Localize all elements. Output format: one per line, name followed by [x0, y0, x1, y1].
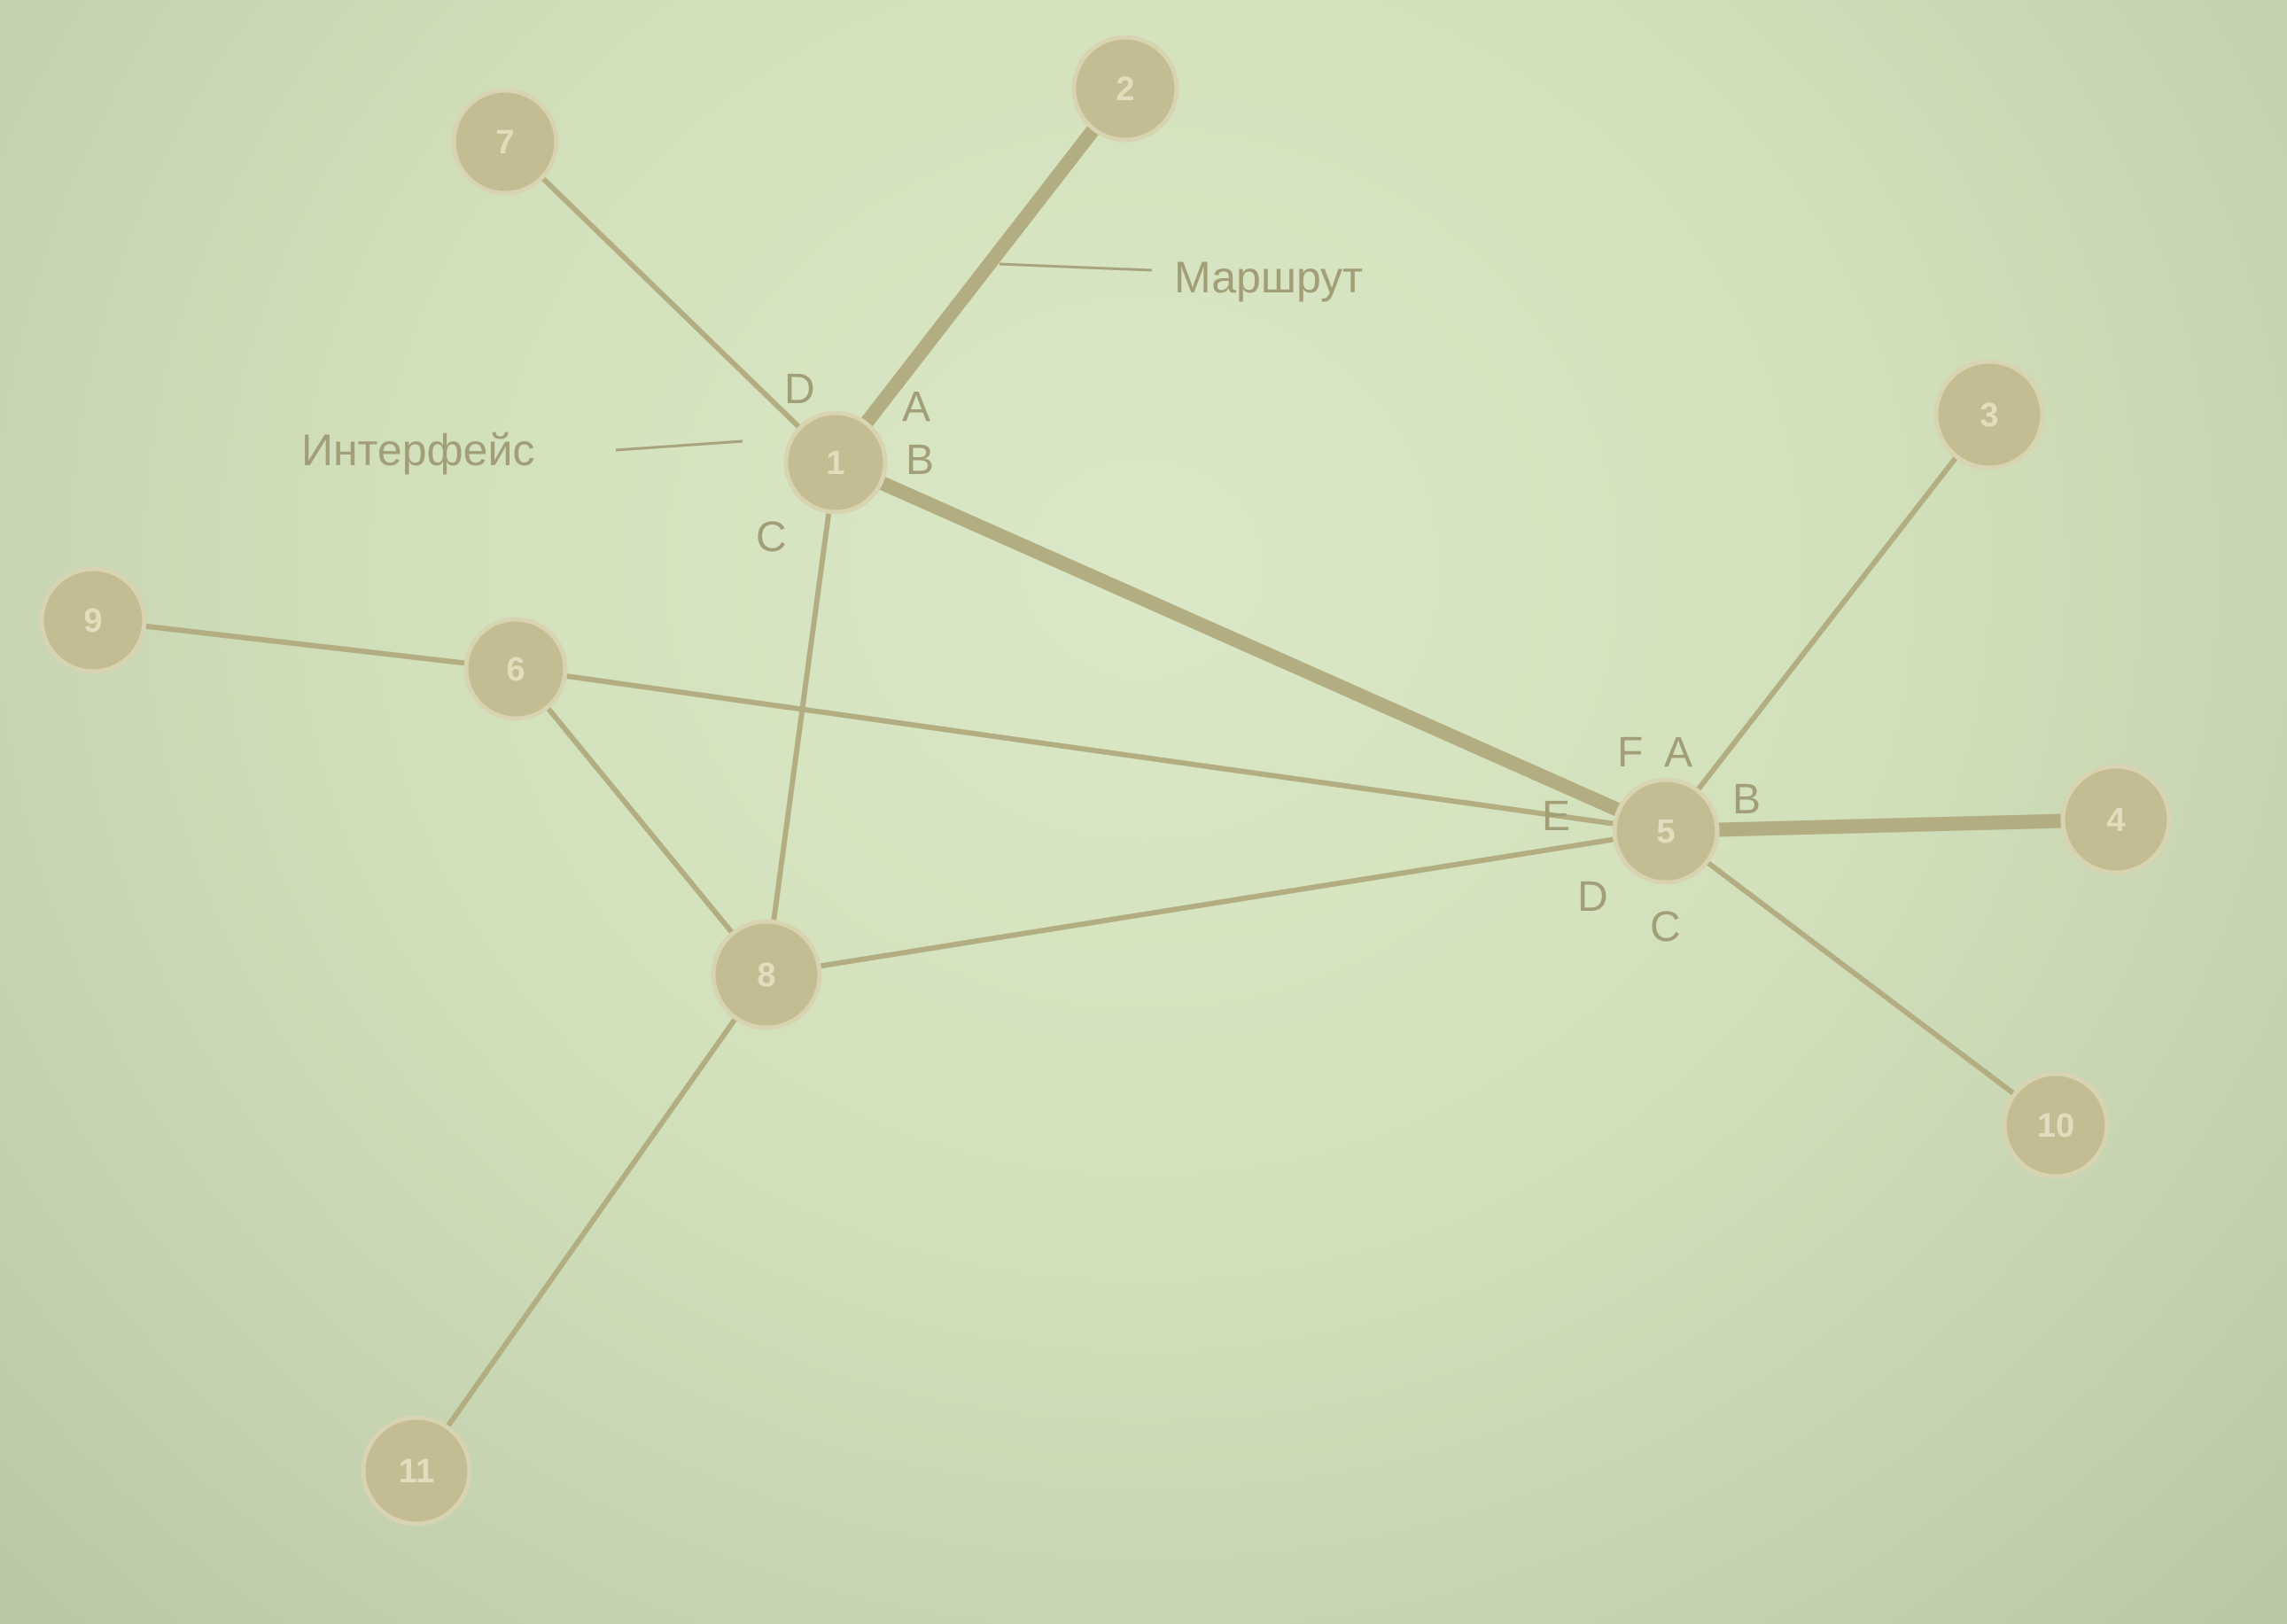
node-1-label: 1: [826, 445, 844, 482]
port-label-5-b: B: [1732, 776, 1761, 823]
node-11-circle: [361, 1415, 472, 1527]
node-1-circle: [783, 410, 888, 515]
edge-1-7: [502, 139, 838, 465]
node-8-label: 8: [757, 957, 775, 994]
node-4-label: 4: [2106, 802, 2125, 839]
node-3-circle: [1933, 359, 2045, 470]
node-6-circle: [463, 617, 568, 721]
edge-1-2-route: [828, 82, 1132, 470]
port-label-5-d: D: [1577, 874, 1608, 921]
node-4-circle: [2060, 764, 2172, 875]
node-5-circle: [1612, 777, 1720, 885]
edge-6-8: [513, 666, 769, 977]
node-6-label: 6: [506, 651, 525, 688]
node-7-circle: [451, 88, 559, 196]
edge-5-4-route: [1659, 812, 2123, 838]
edge-5-3: [1663, 412, 1992, 834]
node-1: 1: [783, 410, 888, 515]
port-label-1-b: B: [906, 437, 934, 484]
node-8-circle: [711, 919, 822, 1030]
node-11: 11: [361, 1415, 472, 1527]
node-3-label: 3: [1980, 397, 1998, 434]
edge-8-5: [764, 828, 1669, 977]
interface-callout-text: Интерфейс: [301, 425, 534, 475]
node-9-label: 9: [83, 602, 102, 640]
node-7: 7: [451, 88, 559, 196]
edge-5-10: [1663, 828, 2058, 1128]
node-6: 6: [463, 617, 568, 721]
edge-6-5: [513, 666, 1669, 834]
node-2-circle: [1071, 35, 1179, 143]
node-2: 2: [1071, 35, 1179, 143]
nodes-layer: 1 2 3 4 5 6 7 8 9 10 11: [39, 35, 2172, 1527]
node-10-circle: [2002, 1071, 2110, 1179]
node-2-label: 2: [1116, 71, 1134, 108]
route-callout: Маршрут: [999, 253, 1363, 302]
node-8: 8: [711, 919, 822, 1030]
port-label-5-e: E: [1542, 793, 1570, 840]
port-label-5-f: F: [1617, 729, 1643, 776]
node-5: 5: [1612, 777, 1720, 885]
interface-callout-line: [615, 439, 743, 452]
node-10-label: 10: [2037, 1107, 2074, 1145]
edges-layer: [90, 82, 2123, 1473]
node-7-label: 7: [495, 124, 514, 161]
port-label-1-a: A: [902, 384, 930, 431]
port-label-5-a: A: [1664, 729, 1692, 776]
edge-8-11: [414, 972, 769, 1473]
edge-1-8: [764, 460, 838, 977]
route-callout-line: [999, 262, 1153, 272]
port-label-1-d: D: [784, 366, 815, 413]
node-3: 3: [1933, 359, 2045, 470]
node-5-ports: F A B E D C: [1542, 729, 1761, 951]
node-9-circle: [39, 566, 147, 674]
port-label-1-c: C: [756, 514, 787, 561]
node-11-label: 11: [399, 1453, 434, 1490]
node-5-label: 5: [1656, 813, 1675, 851]
port-label-5-c: C: [1650, 904, 1681, 951]
node-1-ports: D A B C: [756, 366, 934, 561]
interface-callout: Интерфейс: [301, 425, 743, 475]
node-9: 9: [39, 566, 147, 674]
node-4: 4: [2060, 764, 2172, 875]
node-10: 10: [2002, 1071, 2110, 1179]
edge-1-5-route: [828, 455, 1673, 838]
route-callout-text: Маршрут: [1174, 253, 1363, 302]
edge-9-6: [90, 618, 518, 672]
